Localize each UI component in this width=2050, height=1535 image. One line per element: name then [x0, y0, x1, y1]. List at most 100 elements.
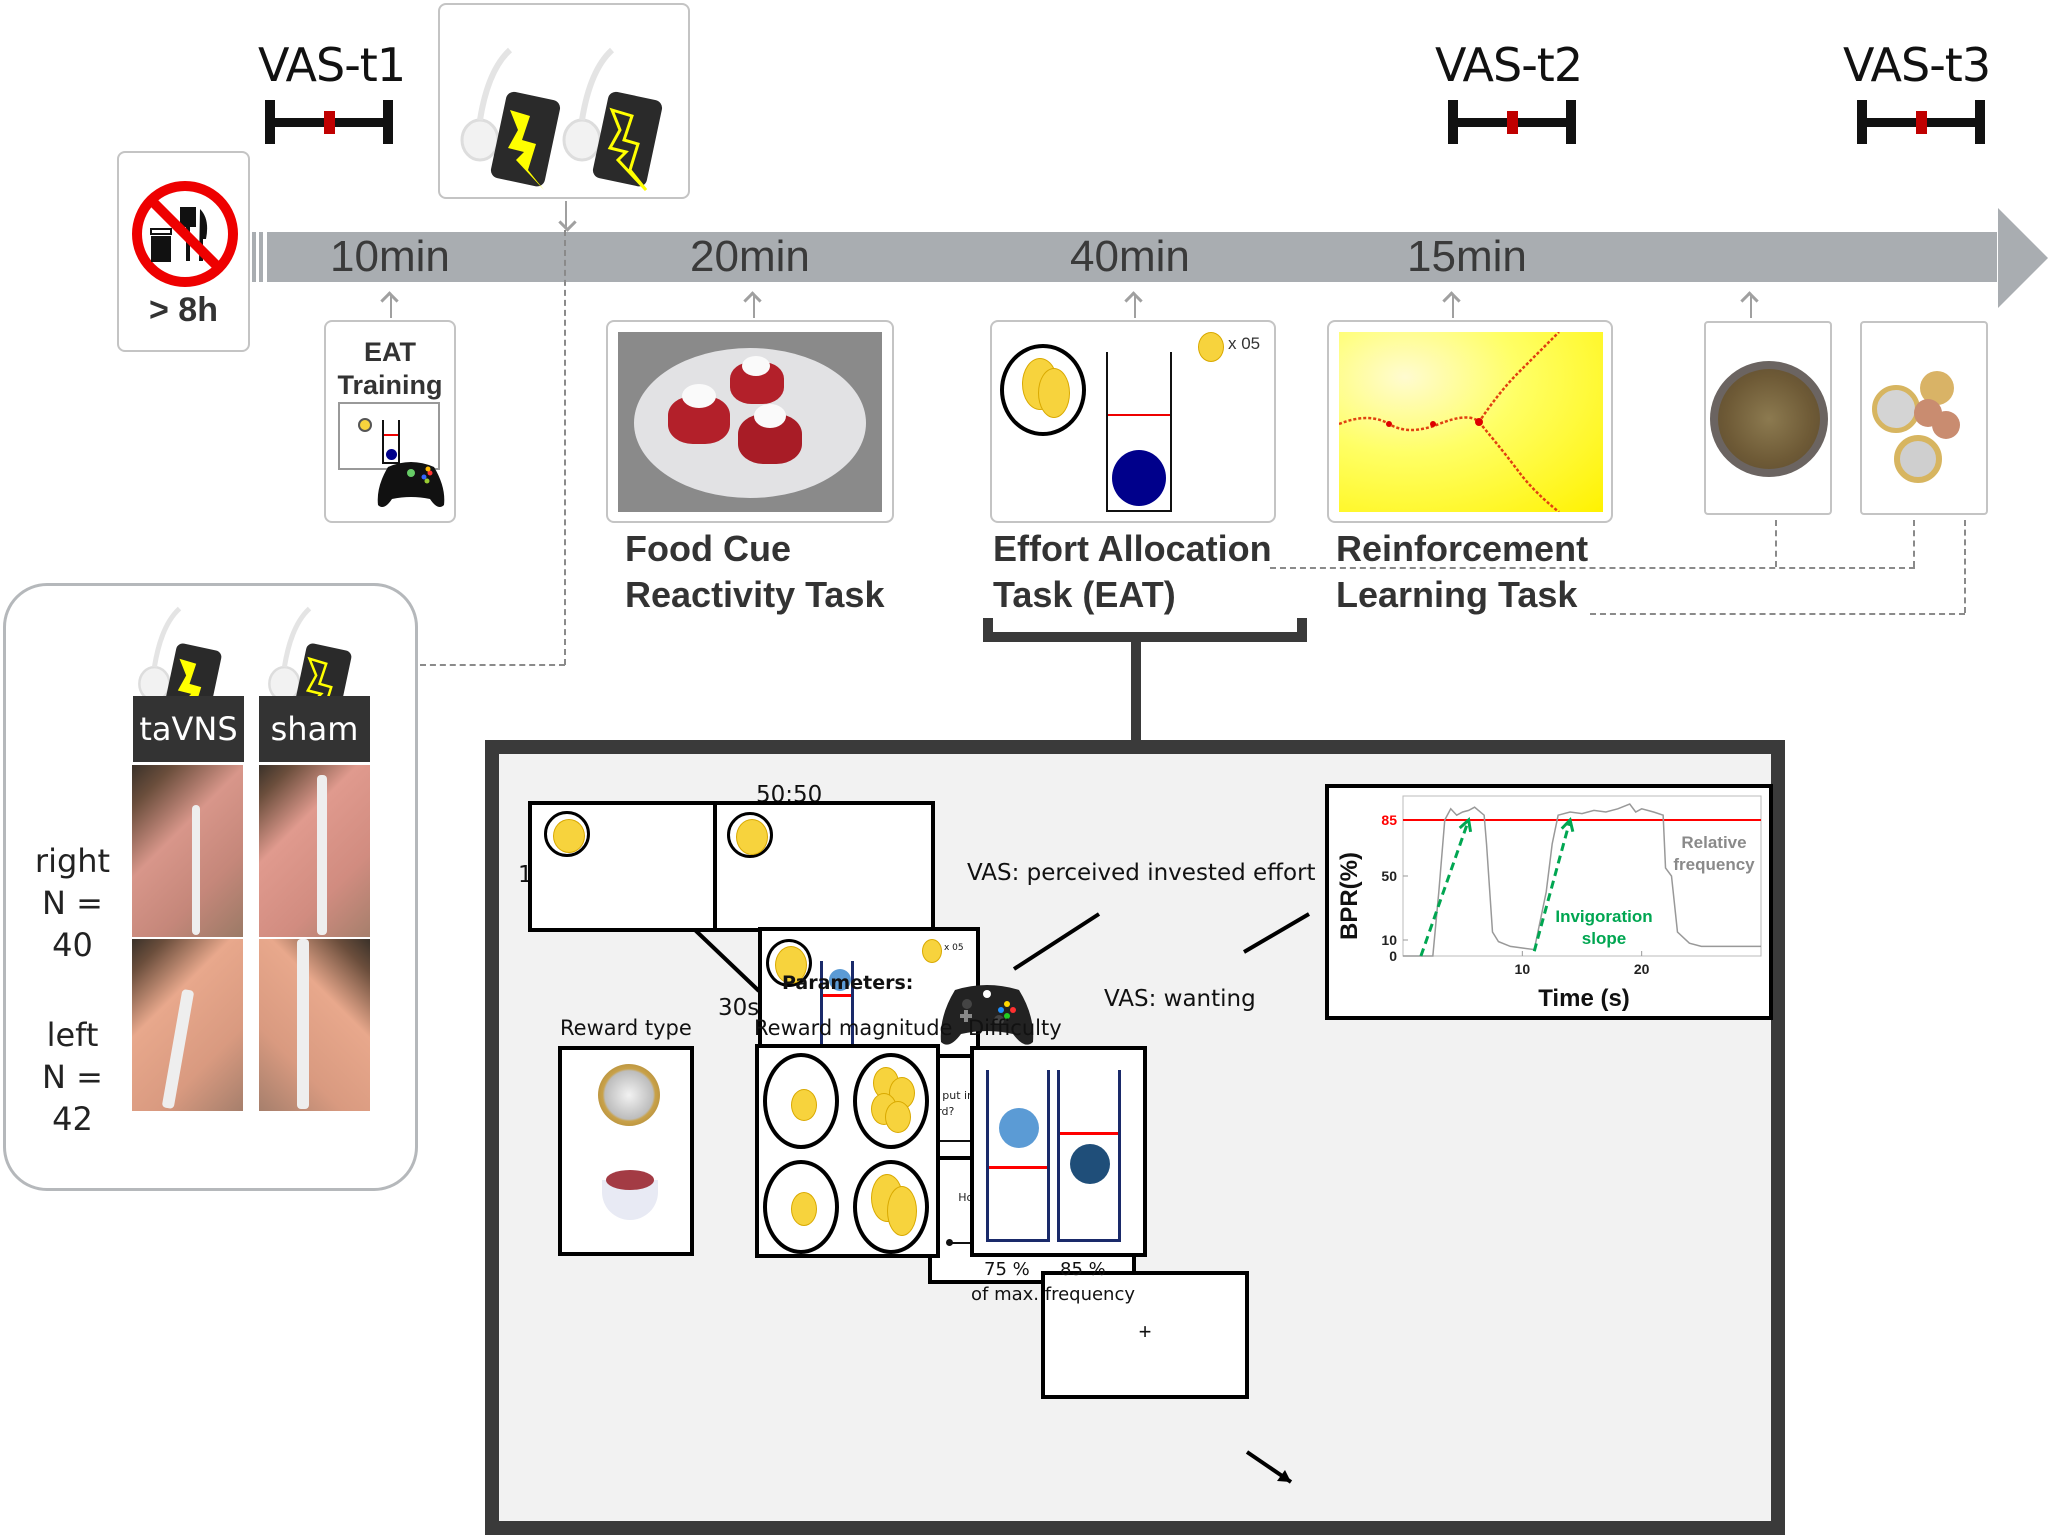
rl-label: Reinforcement Learning Task: [1336, 526, 1588, 618]
x-axis-label: Time (s): [1538, 985, 1630, 1012]
bpr-chart-frame: BPR(%) Time (s) Relative frequency Invig…: [1325, 784, 1773, 1020]
reward-cue-ring: [1000, 344, 1086, 436]
ear-photo-right-tavns: [132, 765, 243, 937]
low-money-ring: [763, 1053, 839, 1149]
fractal-image: [1339, 332, 1603, 512]
side-left-n: N = 42: [42, 1058, 103, 1138]
food-cue-label-line2: Reactivity Task: [625, 574, 885, 615]
relative-frequency-line: [1403, 803, 1761, 957]
parameters-title: Parameters:: [782, 972, 914, 994]
rl-reward-connector: [1270, 567, 1915, 569]
threshold-line-85: [1060, 1132, 1118, 1135]
side-label-right: right N = 40: [25, 840, 120, 966]
eat-training-arrow: [390, 296, 392, 318]
vas-t3-label: VAS-t3: [1843, 38, 1991, 92]
trial-counter: x 05: [944, 943, 964, 953]
difficulty-level-85: 85 %: [1060, 1259, 1106, 1280]
effort-ball: [829, 969, 851, 991]
fasting-card: > 8h: [117, 151, 250, 352]
money-reward-card: [1860, 321, 1988, 515]
reward-arrow: [1750, 296, 1752, 318]
effort-cup: [382, 420, 400, 464]
food-reward-icon: [887, 1186, 917, 1236]
reward-magnitude-box: [755, 1044, 940, 1258]
eat-label: Effort Allocation Task (EAT): [993, 526, 1272, 618]
annotation-invigoration-slope: Invigoration: [1555, 907, 1652, 926]
x-tick-label: 20: [1634, 961, 1650, 977]
condition-tag-sham: sham: [259, 696, 370, 762]
cue-screen-money: [528, 801, 750, 932]
eat-bracket: [983, 618, 1307, 642]
duration-eat: 40min: [1070, 232, 1190, 281]
timeline-start-stripe: [252, 232, 256, 282]
vas-t2-scale: [1448, 100, 1576, 144]
invigoration-slope-arrowhead: [1560, 816, 1575, 833]
effort-ball: [1070, 1144, 1110, 1184]
reward-cue-ring: [727, 812, 773, 858]
food-cue-card: [606, 320, 894, 523]
tavns-device-icon: [460, 47, 561, 190]
rl-reward-connector: [1913, 520, 1915, 567]
eat-training-card: EAT Training: [324, 320, 456, 523]
reward-type-box: [558, 1046, 694, 1256]
food-cue-arrow: [753, 296, 755, 318]
euro-coin-icon: [1894, 435, 1942, 483]
euro-coin-icon: [791, 1089, 817, 1121]
difficulty-cup-85: [1057, 1070, 1121, 1242]
vas-wanting-label: VAS: wanting: [1104, 986, 1256, 1012]
trial-duration-label: 30s: [718, 995, 760, 1021]
difficulty-caption: of max. frequency: [971, 1284, 1136, 1305]
threshold-line: [823, 994, 851, 997]
reward-type-label: Reward type: [560, 1016, 692, 1040]
euro-coin-icon: [885, 1101, 911, 1133]
duration-rl: 15min: [1407, 232, 1527, 281]
food-reward-icon: [736, 819, 768, 855]
side-right-label: right: [34, 842, 111, 880]
rl-reward-connector: [1590, 613, 1965, 615]
side-left-label: left: [46, 1016, 99, 1054]
food-reward-icon: [1038, 368, 1070, 418]
rl-arrow: [1452, 296, 1454, 318]
bpr-chart: BPR(%) Time (s) Relative frequency Invig…: [1336, 795, 1762, 1012]
high-money-ring: [853, 1053, 929, 1149]
reward-cue-ring: [544, 811, 590, 857]
fractal-pattern: [1339, 332, 1560, 512]
side-right-n: N = 40: [42, 884, 103, 964]
difficulty-label: Difficulty: [968, 1016, 1062, 1040]
condition-tag-tavns: taVNS: [133, 696, 244, 762]
strawberry-tarts-image: [618, 332, 882, 512]
eat-training-title-line1: EAT: [364, 337, 416, 367]
vas-t2-label: VAS-t2: [1435, 38, 1583, 92]
invigoration-slope-line: [1419, 819, 1471, 957]
threshold-line: [1108, 414, 1170, 416]
difficulty-level-75: 75 %: [984, 1259, 1030, 1280]
stimulation-connector: [564, 230, 566, 665]
vas-t1-scale: [265, 100, 393, 144]
x-tick-label: 10: [1515, 961, 1531, 977]
rl-reward-connector: [1964, 520, 1966, 613]
ear-photo-left-sham: [259, 939, 370, 1111]
cereal-bowl-image: [1710, 361, 1828, 477]
euro-coins-icon: [553, 819, 585, 853]
food-reward-icon: [775, 946, 807, 984]
euro-coin-icon: [1932, 411, 1960, 439]
reward-magnitude-label: Reward magnitude: [754, 1016, 953, 1040]
duration-food-cue: 20min: [690, 232, 810, 281]
rl-card: [1327, 320, 1613, 523]
vas-t1-label: VAS-t1: [258, 38, 406, 92]
annotation-relative-frequency-2: frequency: [1673, 855, 1755, 874]
sham-device-icon: [562, 47, 663, 192]
eat-training-title: EAT Training: [326, 336, 454, 402]
eat-bracket-stem: [1131, 640, 1141, 740]
low-food-ring: [763, 1160, 839, 1254]
annotation-invigoration-slope-2: slope: [1582, 929, 1626, 948]
rl-label-line1: Reinforcement: [1336, 528, 1589, 569]
threshold-line-75: [989, 1166, 1047, 1169]
eat-card: x 05: [990, 320, 1276, 523]
food-cue-label-line1: Food Cue: [625, 528, 791, 569]
effort-ball: [999, 1108, 1039, 1148]
eat-counter: x 05: [1228, 334, 1261, 353]
y-tick-label: 50: [1381, 868, 1397, 884]
difficulty-box: [970, 1046, 1147, 1257]
no-food-drink-icon: [132, 181, 238, 287]
